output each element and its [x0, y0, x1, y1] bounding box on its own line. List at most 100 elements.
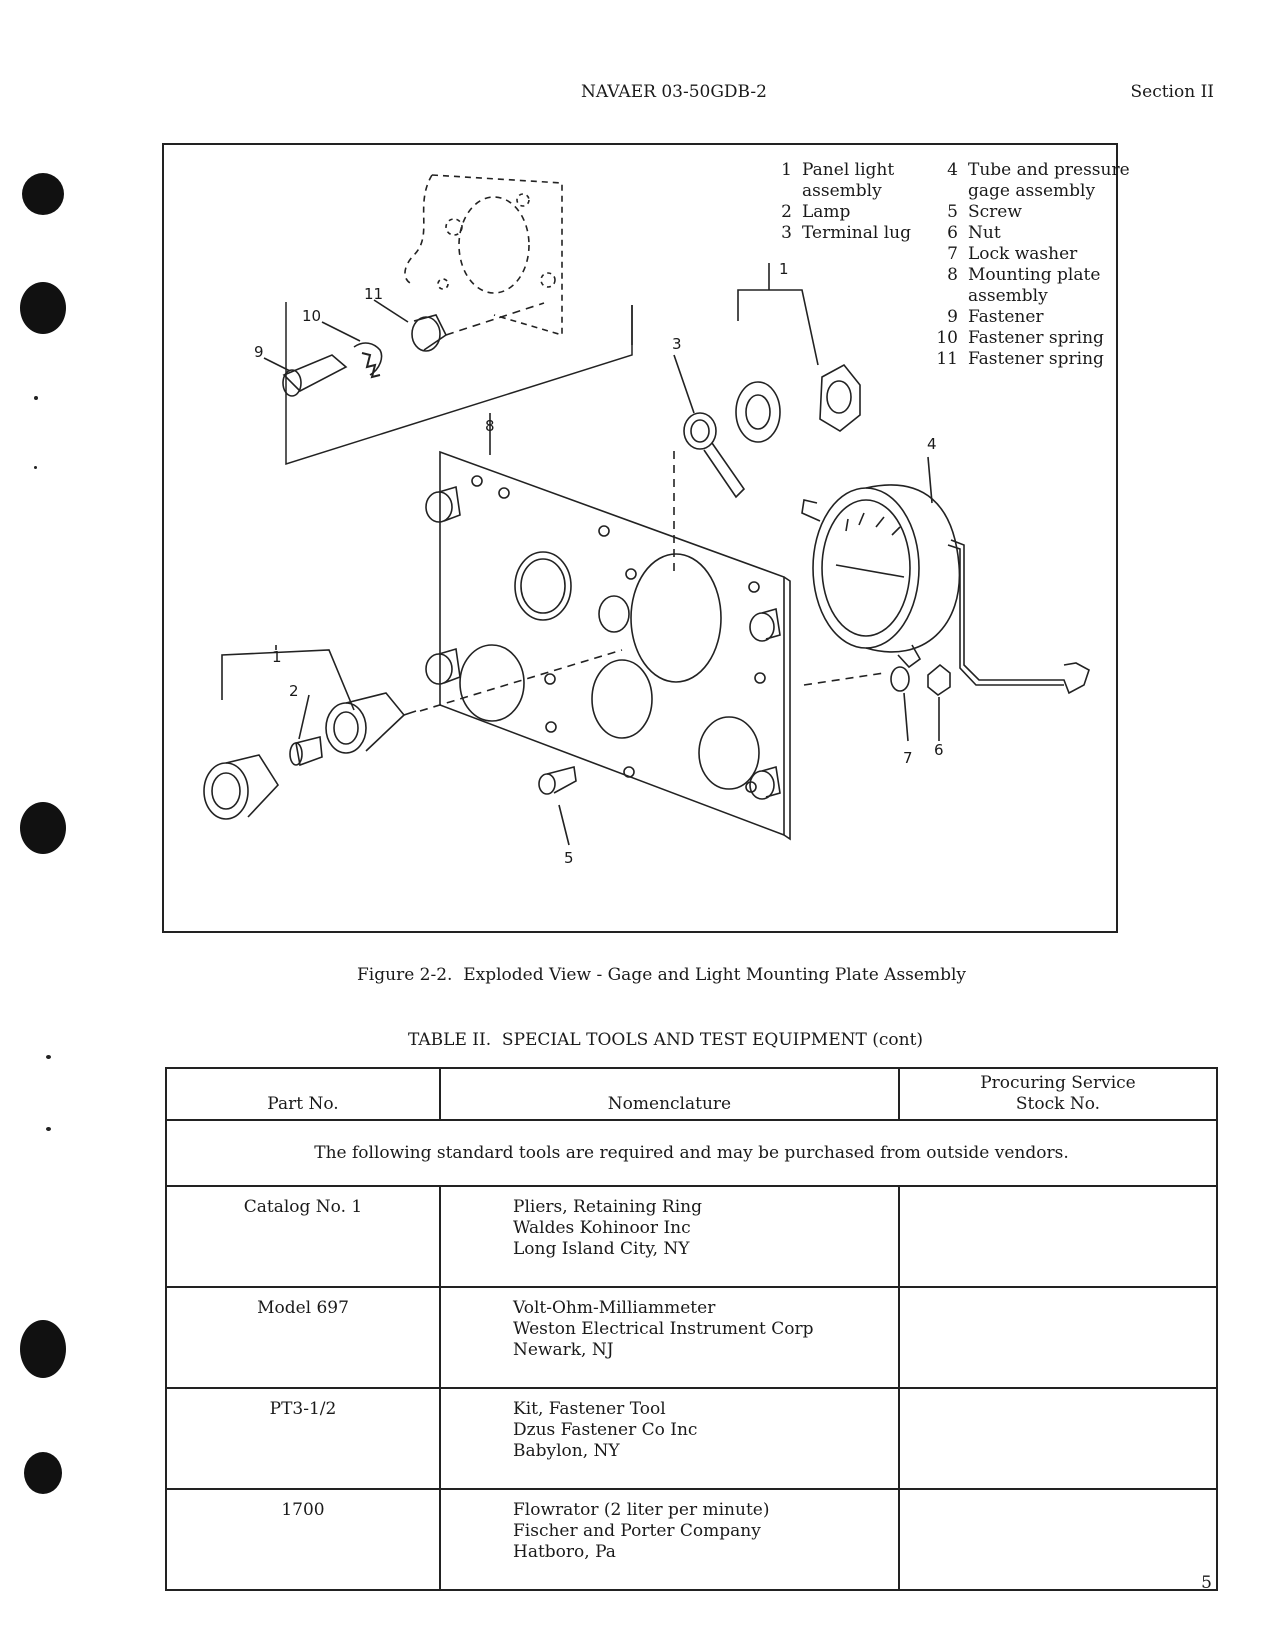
nomenclature-line: Newark, NJ [513, 1340, 614, 1360]
nomenclature-line: Pliers, Retaining Ring [513, 1197, 702, 1217]
figure-caption: Figure 2-2. Exploded View - Gage and Lig… [357, 965, 967, 985]
binder-hole-4 [20, 1320, 66, 1378]
legend-item: 10 Fastener spring [930, 328, 1130, 349]
stock-number-cell [897, 1488, 1219, 1591]
nomenclature-cell: Flowrator (2 liter per minute)Fischer an… [439, 1488, 900, 1591]
legend-number: 5 [947, 202, 958, 222]
binder-hole-5 [24, 1452, 62, 1494]
callout-9: 9 [254, 343, 264, 361]
nomenclature-line: Kit, Fastener Tool [513, 1399, 666, 1419]
binder-hole-2 [20, 282, 66, 334]
nomenclature-line: Weston Electrical Instrument Corp [513, 1319, 814, 1339]
nomenclature-line: Waldes Kohinoor Inc [513, 1218, 691, 1238]
legend-number: 8 [947, 265, 958, 285]
binder-hole-3 [20, 802, 66, 854]
callout-11: 11 [364, 285, 384, 303]
nomenclature-line: Babylon, NY [513, 1441, 620, 1461]
legend-item: 11 Fastener spring [930, 349, 1130, 370]
part-number-cell: Catalog No. 1 [165, 1185, 441, 1288]
legend-text: Terminal lug [802, 223, 911, 243]
callout-2: 2 [289, 682, 299, 700]
section-label: Section II [1130, 82, 1214, 102]
scan-speck [34, 396, 38, 400]
nomenclature-line: Flowrator (2 liter per minute) [513, 1500, 770, 1520]
scan-speck [46, 1055, 51, 1059]
legend-number: 6 [947, 223, 958, 243]
column-header-nomenclature: Nomenclature [439, 1067, 900, 1121]
legend-number: 9 [947, 307, 958, 327]
part-number-cell: PT3-1/2 [165, 1387, 441, 1490]
callout-10: 10 [302, 307, 322, 325]
nomenclature-line: Hatboro, Pa [513, 1542, 616, 1562]
table-note: The following standard tools are require… [165, 1119, 1218, 1187]
legend-number: 3 [781, 223, 792, 243]
legend-number: 4 [947, 160, 958, 180]
page-number: 5 [1201, 1573, 1212, 1593]
callout-7: 7 [903, 749, 913, 767]
legend-text: assembly [802, 181, 882, 201]
header-line: Stock No. [1015, 1094, 1101, 1114]
callout-1-upper: 1 [779, 260, 789, 278]
nomenclature-line: Volt-Ohm-Milliammeter [513, 1298, 716, 1318]
scan-speck [34, 466, 37, 469]
legend-number: 10 [936, 328, 958, 348]
callout-3: 3 [672, 335, 682, 353]
callout-8: 8 [485, 417, 495, 435]
legend-text: Mounting plate [968, 265, 1101, 285]
nomenclature-line: Long Island City, NY [513, 1239, 690, 1259]
header-line: Procuring Service [980, 1073, 1136, 1093]
legend-number: 7 [947, 244, 958, 264]
callout-6: 6 [934, 741, 944, 759]
table-title: TABLE II. SPECIAL TOOLS AND TEST EQUIPME… [408, 1030, 924, 1050]
legend-text: Fastener spring [968, 328, 1104, 348]
legend-text: Lock washer [968, 244, 1078, 264]
part-number-cell: 1700 [165, 1488, 441, 1591]
legend-text: assembly [968, 286, 1048, 306]
legend-item: 7 Lock washer [930, 244, 1130, 265]
legend-text: gage assembly [968, 181, 1096, 201]
legend-text: Fastener [968, 307, 1044, 327]
legend-item: 3 Terminal lug [764, 223, 911, 244]
legend-item: 9 Fastener [930, 307, 1130, 328]
legend-text: Screw [968, 202, 1022, 222]
exploded-view-illustration [203, 174, 1090, 846]
stock-number-cell [897, 1286, 1219, 1389]
table-note-row: The following standard tools are require… [165, 1119, 1218, 1187]
document-number: NAVAER 03-50GDB-2 [581, 82, 767, 102]
legend-number: 11 [936, 349, 958, 369]
callout-4: 4 [927, 435, 937, 453]
column-header-part-no: Part No. [165, 1067, 441, 1121]
legend-text: Fastener spring [968, 349, 1104, 369]
nomenclature-line: Fischer and Porter Company [513, 1521, 761, 1541]
legend-item: 5 Screw [930, 202, 1130, 223]
part-number-cell: Model 697 [165, 1286, 441, 1389]
nomenclature-line: Dzus Fastener Co Inc [513, 1420, 698, 1440]
stock-number-cell [897, 1185, 1219, 1288]
scan-speck [46, 1127, 51, 1131]
legend-number: 1 [781, 160, 792, 180]
stock-number-cell [897, 1387, 1219, 1490]
legend-text: Lamp [802, 202, 851, 222]
legend-text: Tube and pressure [968, 160, 1130, 180]
binder-hole-1 [22, 173, 64, 215]
legend-text: Panel light [802, 160, 895, 180]
callout-5: 5 [564, 849, 574, 867]
table-row: 1700 Flowrator (2 liter per minute)Fisch… [165, 1488, 1219, 1591]
